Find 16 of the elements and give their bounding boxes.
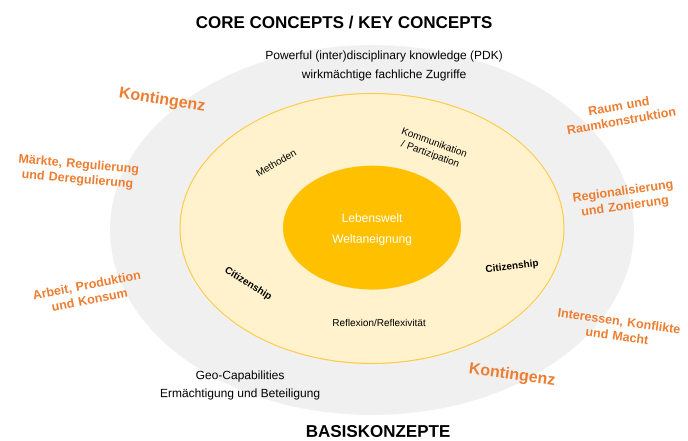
caption: BASISKONZEPTE: [306, 424, 450, 437]
concept-label: Interessen, Konflikte und Macht: [558, 308, 680, 344]
concept-label: Powerful (inter)disciplinary knowledge (PDK): [266, 50, 502, 62]
concept-label: Geo-Capabilities: [196, 370, 284, 382]
concept-label: Lebenswelt: [342, 213, 402, 222]
concept-label: Kontingenz: [469, 362, 555, 386]
concept-label: Regionalisierung und Zonierung: [572, 181, 673, 216]
title: CORE CONCEPTS / KEY CONCEPTS: [196, 16, 492, 28]
concept-label: Weltaneignung: [332, 234, 412, 246]
concept-label: Märkte, Regulierung und Deregulierung: [19, 154, 138, 190]
concept-label: wirkmächtige fachliche Zugriffe: [302, 69, 466, 81]
concept-label: Kontingenz: [119, 86, 205, 111]
concept-label: Ermächtigung und Beteiligung: [160, 388, 320, 400]
concept-label: Reflexion/Reflexivität: [333, 318, 426, 326]
concept-label: Arbeit, Produktion und Konsum: [34, 272, 141, 311]
concept-label: Citizenship: [486, 259, 538, 272]
